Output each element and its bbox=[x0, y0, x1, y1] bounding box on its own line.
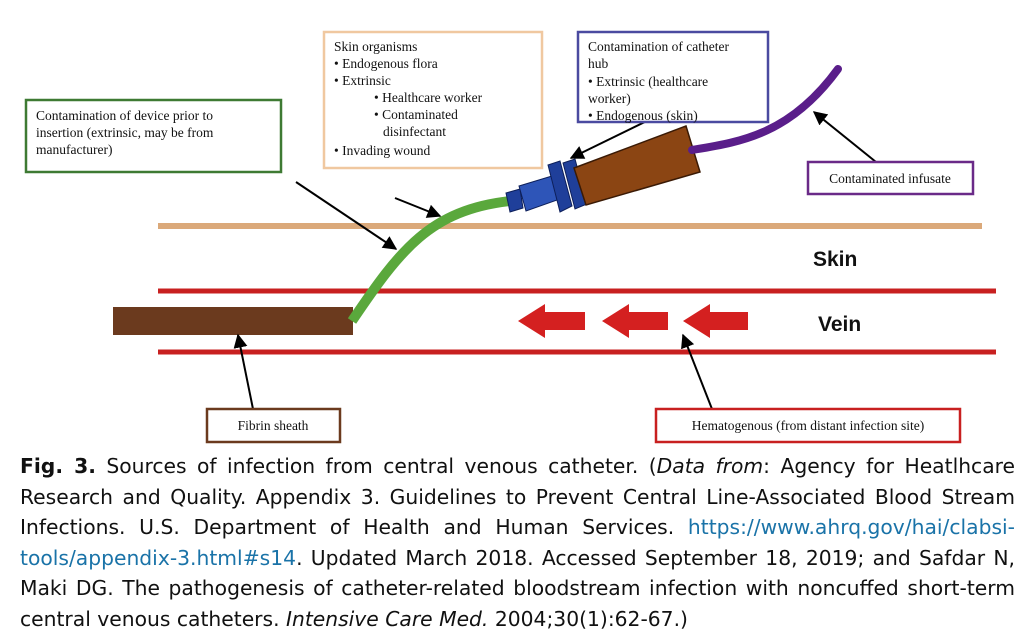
blood-flow-arrow bbox=[683, 304, 748, 338]
catheter-infection-diagram: Contamination of device prior to inserti… bbox=[24, 30, 996, 444]
box-label: Fibrin sheath bbox=[238, 418, 309, 433]
box-line: Contamination of catheter bbox=[588, 39, 729, 54]
fibrin-sheath bbox=[113, 307, 353, 335]
box-label: Contaminated infusate bbox=[829, 171, 951, 186]
box-line: disinfectant bbox=[383, 124, 446, 139]
box-line: Contamination of device prior to bbox=[36, 108, 213, 123]
box-line: • Healthcare worker bbox=[374, 90, 483, 105]
vein-label: Vein bbox=[818, 313, 861, 336]
figure-label: Fig. 3. bbox=[20, 454, 96, 478]
caption-text: 2004;30(1):62-67.) bbox=[488, 606, 688, 631]
caption-data-from: Data from bbox=[656, 454, 764, 478]
infusate-tube bbox=[688, 65, 842, 154]
pointer-arrow bbox=[394, 197, 442, 218]
hematogenous-box: Hematogenous (from distant infection sit… bbox=[654, 407, 962, 444]
svg-text:Skin organisms • Endogen: Skin organisms • Endogenous flora • Extr… bbox=[334, 39, 486, 158]
box-line: insertion (extrinsic, may be from bbox=[36, 125, 214, 140]
svg-text:Contamination of device prior: Contamination of device prior to inserti… bbox=[36, 108, 217, 157]
box-line: • Contaminated bbox=[374, 107, 458, 122]
box-line: • Invading wound bbox=[334, 143, 430, 158]
blood-flow-arrow bbox=[602, 304, 668, 338]
box-line: manufacturer) bbox=[36, 142, 112, 157]
box-line: • Endogenous (skin) bbox=[588, 108, 698, 123]
box-line: • Extrinsic bbox=[334, 73, 391, 88]
skin-label: Skin bbox=[813, 248, 857, 271]
skin-organisms-box: Skin organisms • Endogenous flora • Extr… bbox=[322, 30, 544, 170]
box-label: Hematogenous (from distant infection sit… bbox=[692, 418, 924, 433]
pointer-arrow bbox=[569, 116, 656, 159]
device-contamination-box: Contamination of device prior to inserti… bbox=[24, 98, 283, 174]
caption-text: . Updated March 2018. Accessed September… bbox=[20, 545, 1015, 631]
pointer-arrow bbox=[681, 333, 713, 410]
pointer-arrow bbox=[295, 181, 398, 250]
box-line: • Endogenous flora bbox=[334, 56, 438, 71]
box-line: hub bbox=[588, 56, 609, 71]
catheter-tube bbox=[347, 196, 511, 324]
svg-text:Contamination of catheter: Contamination of catheter hub • Extrinsi… bbox=[588, 39, 732, 123]
box-title: Skin organisms bbox=[334, 39, 417, 54]
pointer-arrow bbox=[233, 333, 254, 410]
blood-flow-arrow bbox=[518, 304, 585, 338]
contaminated-infusate-box: Contaminated infusate bbox=[806, 160, 975, 196]
fibrin-sheath-box: Fibrin sheath bbox=[205, 407, 342, 444]
catheter-hub bbox=[505, 125, 701, 213]
box-line: worker) bbox=[588, 91, 631, 106]
pointer-arrow bbox=[812, 111, 877, 163]
figure-caption: Fig. 3. Sources of infection from centra… bbox=[20, 451, 1015, 635]
caption-text: Sources of infection from central venous… bbox=[95, 454, 657, 478]
catheter-hub-box: Contamination of catheter hub • Extrinsi… bbox=[576, 30, 770, 124]
caption-text: : Agency for Heatlhcare Research and Qua… bbox=[20, 454, 1016, 540]
caption-link[interactable]: https://www.ahrq.gov/hai/clabsi-tools/ap… bbox=[20, 515, 1015, 570]
caption-journal: Intensive Care Med. bbox=[285, 606, 489, 631]
box-line: • Extrinsic (healthcare bbox=[588, 74, 708, 89]
